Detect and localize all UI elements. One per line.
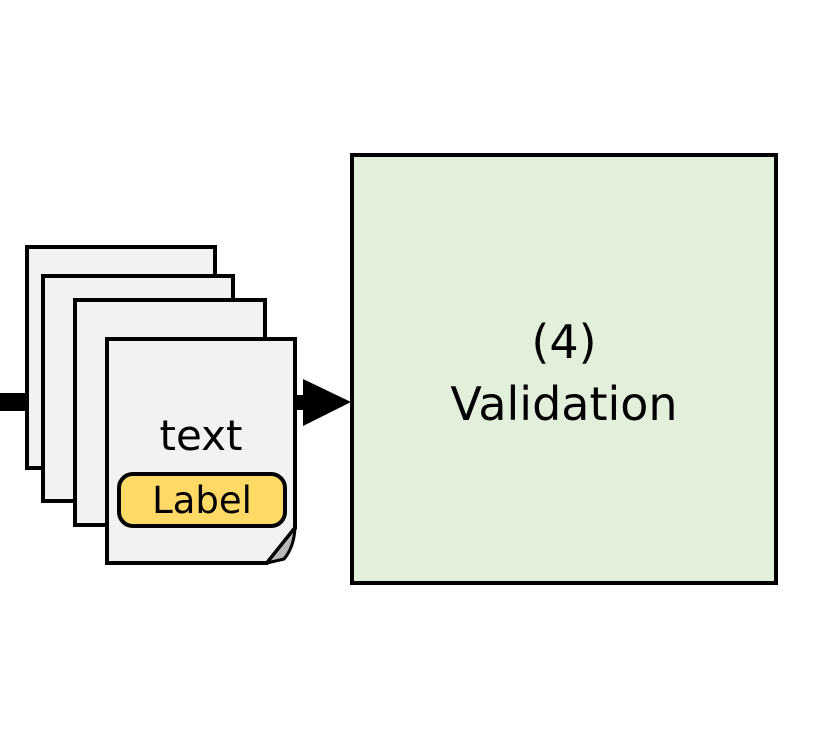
validation-step-box: (4) Validation	[350, 153, 778, 585]
step-title: Validation	[450, 377, 678, 431]
incoming-arrow-line	[0, 393, 29, 411]
label-badge: Label	[117, 472, 287, 528]
right-arrow-icon	[295, 379, 351, 426]
step-number: (4)	[531, 314, 597, 369]
folded-corner-icon	[265, 526, 297, 565]
front-page-text: text	[159, 411, 243, 460]
label-badge-text: Label	[152, 478, 252, 522]
